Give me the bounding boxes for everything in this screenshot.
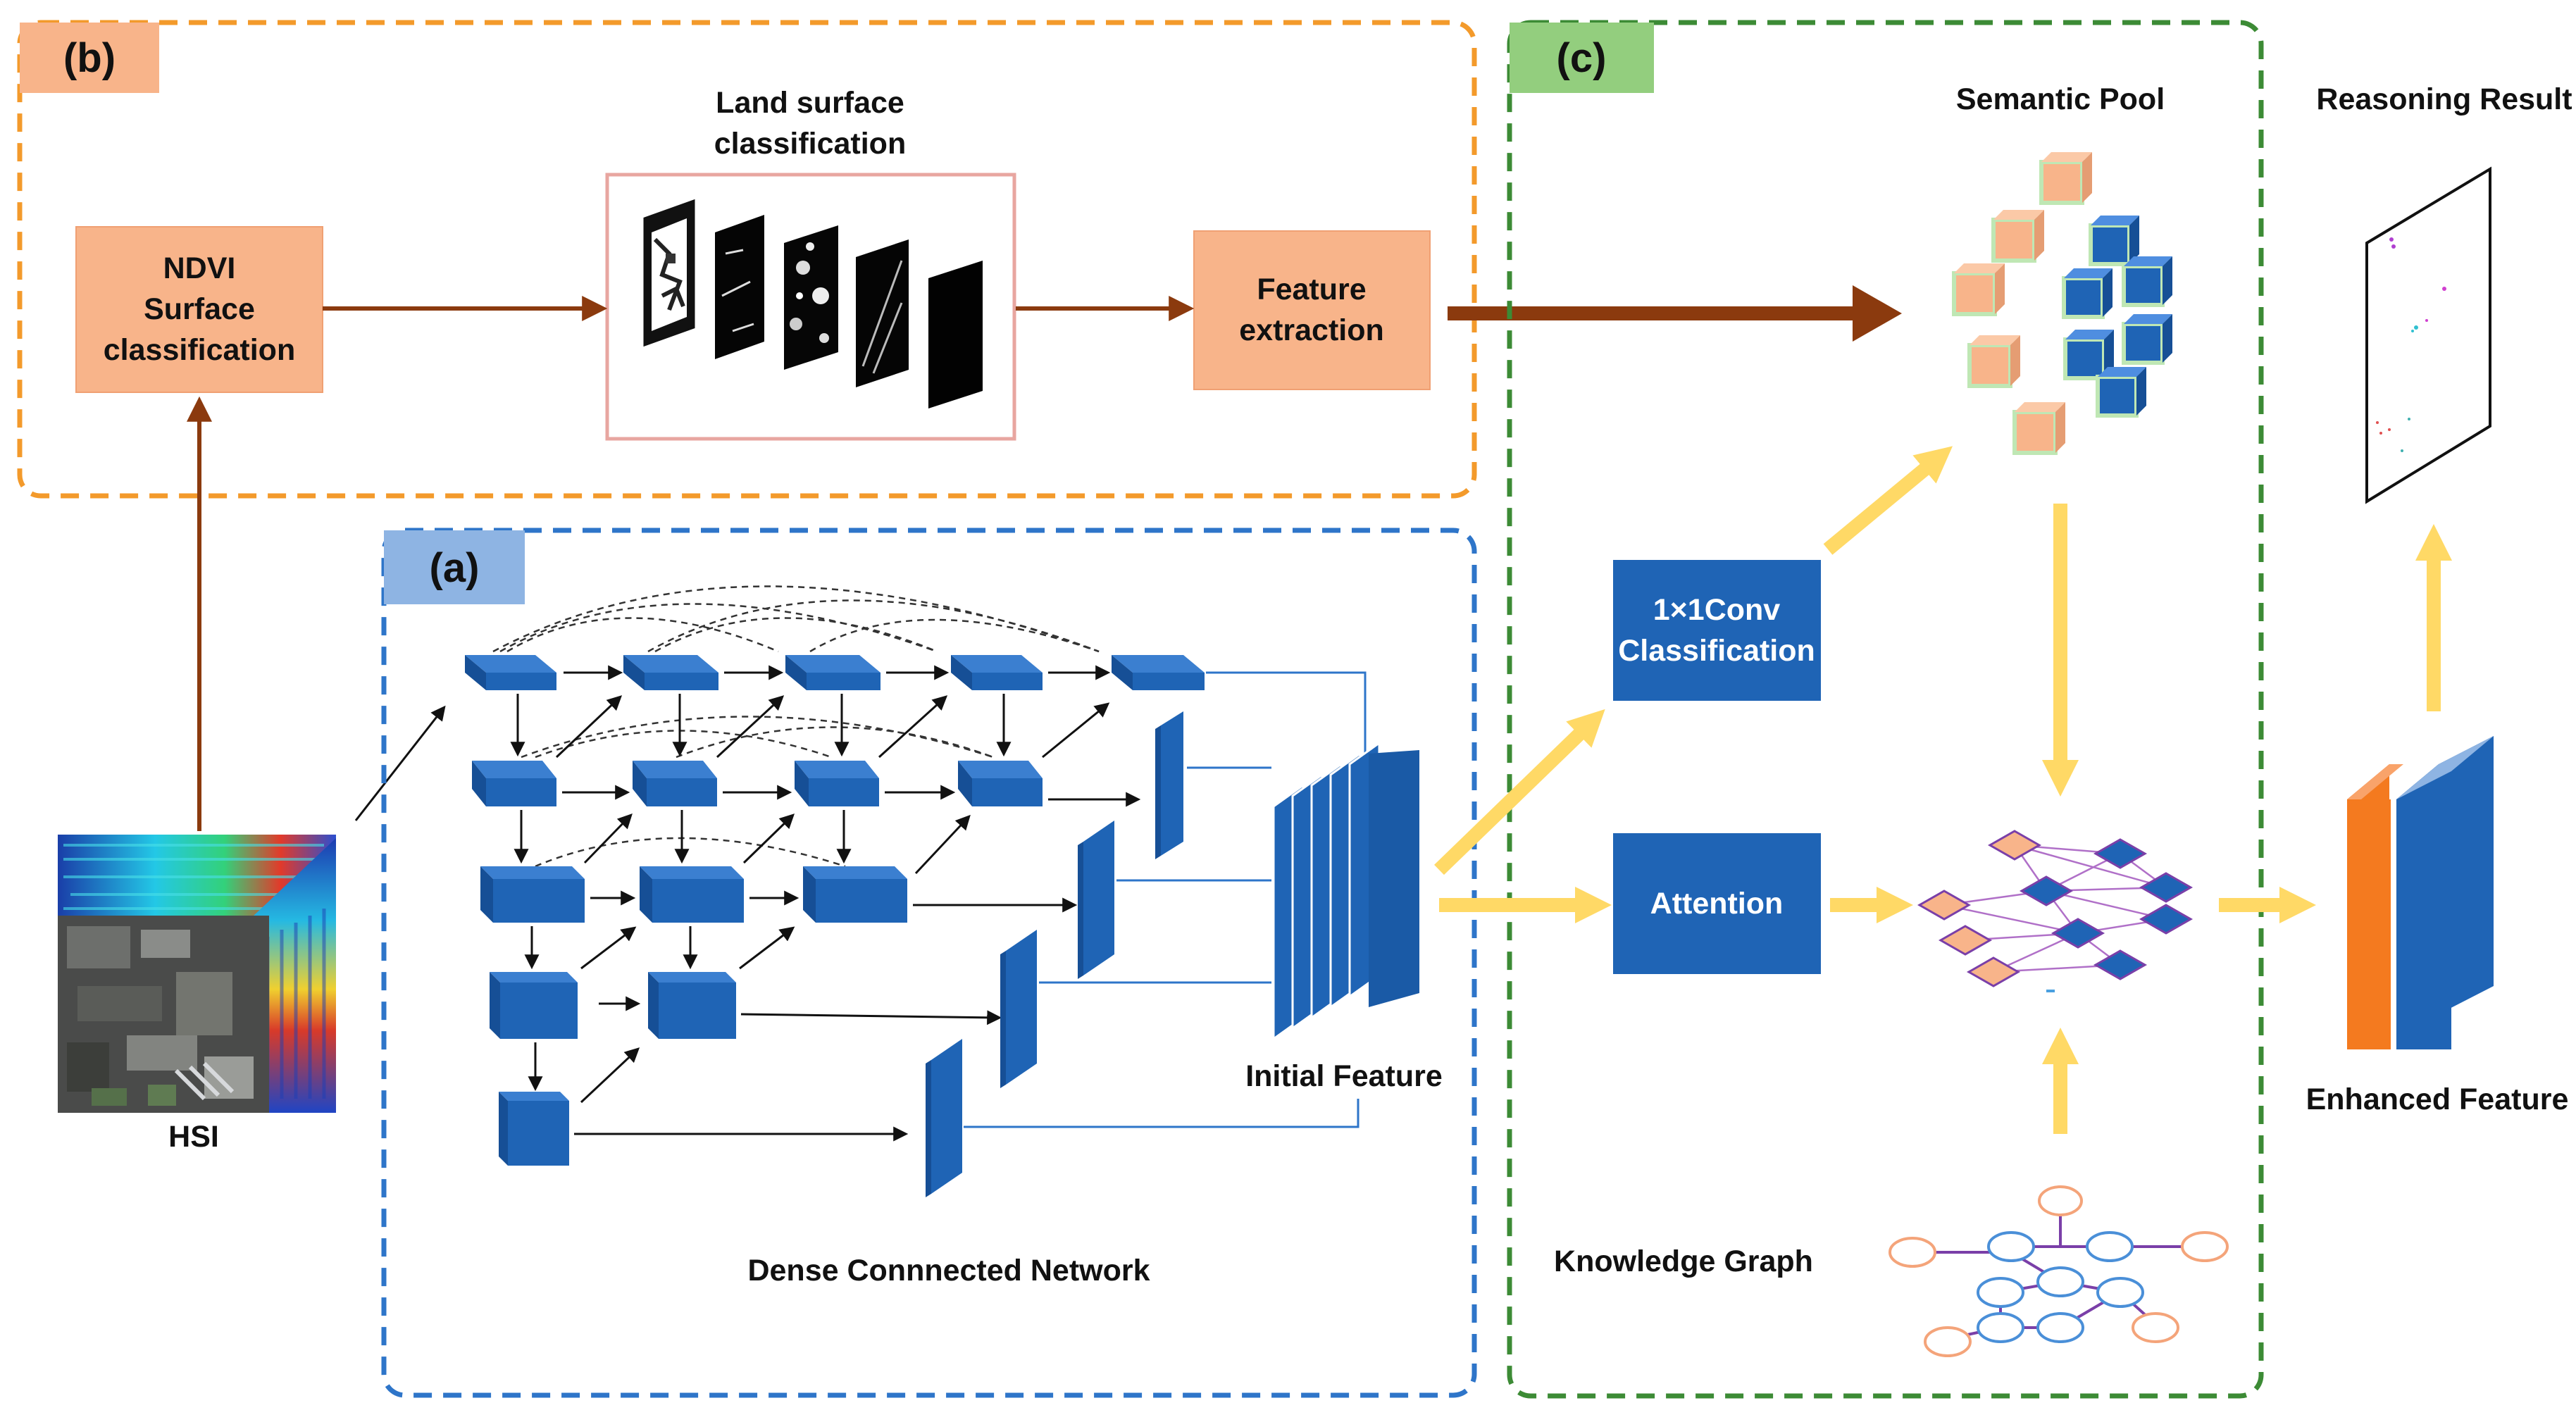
- dense-row-4: [490, 972, 736, 1039]
- feature-extraction-line2: extraction: [1239, 313, 1384, 347]
- arrow-hsi-to-dense: [354, 705, 446, 821]
- blue-cube: [2063, 330, 2114, 380]
- graph-node-blue: [2139, 872, 2194, 903]
- blue-cube: [2122, 256, 2172, 307]
- attention-box: Attention: [1613, 833, 1821, 974]
- ndvi-label-line3: classification: [104, 333, 295, 367]
- ndvi-box: NDVI Surface classification: [75, 226, 323, 393]
- graph-node-orange: [1987, 830, 2042, 861]
- orange-cube: [2012, 402, 2065, 455]
- arrow-feature-to-semantic-pool: [1448, 285, 1902, 342]
- graph-node-blue: [2019, 875, 2074, 906]
- yellow-arrows: [1434, 446, 2079, 1134]
- blue-cube: [2096, 367, 2146, 418]
- conv-label-line2: Classification: [1618, 634, 1815, 668]
- semantic-pool-title: Semantic Pool: [1956, 82, 2165, 116]
- ndvi-label-line2: Surface: [144, 292, 255, 326]
- land-surface-title-line1: Land surface: [716, 86, 904, 120]
- knowledge-graph-label: Knowledge Graph: [1554, 1245, 1813, 1278]
- blue-cube: [2089, 216, 2139, 266]
- enhanced-feature: [2347, 736, 2494, 1049]
- graph-node-orange: [1966, 956, 2021, 987]
- slab-connectors: [964, 671, 1367, 1128]
- dense-row-5: [499, 1092, 569, 1166]
- panel-c-tag-label: (c): [1557, 35, 1607, 81]
- conv-classification-box: 1×1Conv Classification: [1613, 560, 1821, 701]
- graph-node-orange: [1938, 925, 1993, 956]
- reasoning-result-title: Reasoning Result: [2316, 82, 2572, 116]
- orange-cube: [1967, 335, 2020, 388]
- panel-b-tag: [20, 23, 159, 93]
- graph-node-blue: [2051, 918, 2105, 949]
- dense-arrows: [510, 665, 1141, 1142]
- hsi-label: HSI: [168, 1120, 219, 1154]
- panel-b: (b) NDVI Surface classification Land sur…: [17, 20, 1477, 499]
- class-map-1: [643, 199, 695, 347]
- yellow-arrows-outer: [2219, 524, 2452, 923]
- panel-a-tag: [384, 530, 525, 604]
- skip-connections: [492, 585, 1100, 868]
- dense-network-label: Dense Connnected Network: [747, 1254, 1150, 1287]
- reasoning-graph: [1917, 830, 2194, 992]
- feature-extraction-box: Feature extraction: [1193, 230, 1431, 390]
- panel-a: (a): [381, 528, 1477, 1398]
- enhanced-feature-label: Enhanced Feature: [2306, 1083, 2569, 1116]
- panel-c: (c) Semantic Pool 1×1Conv Classification…: [1434, 20, 2264, 1399]
- feature-slabs: [926, 711, 1183, 1197]
- ndvi-label-line1: NDVI: [163, 251, 236, 285]
- panel-a-tag-label: (a): [430, 545, 480, 591]
- reasoning-result-map: [2365, 166, 2491, 504]
- knowledge-graph: [1889, 1185, 2229, 1357]
- orange-cube: [1991, 210, 2044, 263]
- panel-c-tag: [1510, 23, 1654, 93]
- hsi-cube: HSI: [58, 835, 336, 1154]
- graph-node-blue: [2093, 949, 2148, 980]
- attention-label: Attention: [1650, 887, 1784, 921]
- orange-cube: [2039, 152, 2092, 205]
- graph-node-blue: [2139, 904, 2194, 935]
- class-map-5: [928, 261, 983, 408]
- feature-extraction-line1: Feature: [1257, 273, 1366, 306]
- dense-row-2: [472, 761, 1043, 806]
- dense-row-3: [480, 866, 907, 923]
- initial-feature-label: Initial Feature: [1245, 1059, 1443, 1093]
- orange-cube: [1952, 263, 2005, 316]
- class-map-3: [784, 225, 838, 370]
- graph-node-orange: [1917, 890, 1972, 921]
- initial-feature-stack: [1272, 741, 1419, 1041]
- blue-cube: [2122, 314, 2172, 365]
- panel-b-tag-label: (b): [63, 35, 116, 81]
- graph-node-blue: [2093, 838, 2148, 869]
- conv-label-line1: 1×1Conv: [1653, 593, 1781, 627]
- dense-row-1: [465, 655, 1205, 690]
- blue-cube: [2062, 268, 2113, 319]
- land-surface-maps: [605, 173, 1016, 441]
- semantic-pool-cubes: [1952, 152, 2172, 455]
- land-surface-title-line2: classification: [714, 127, 906, 161]
